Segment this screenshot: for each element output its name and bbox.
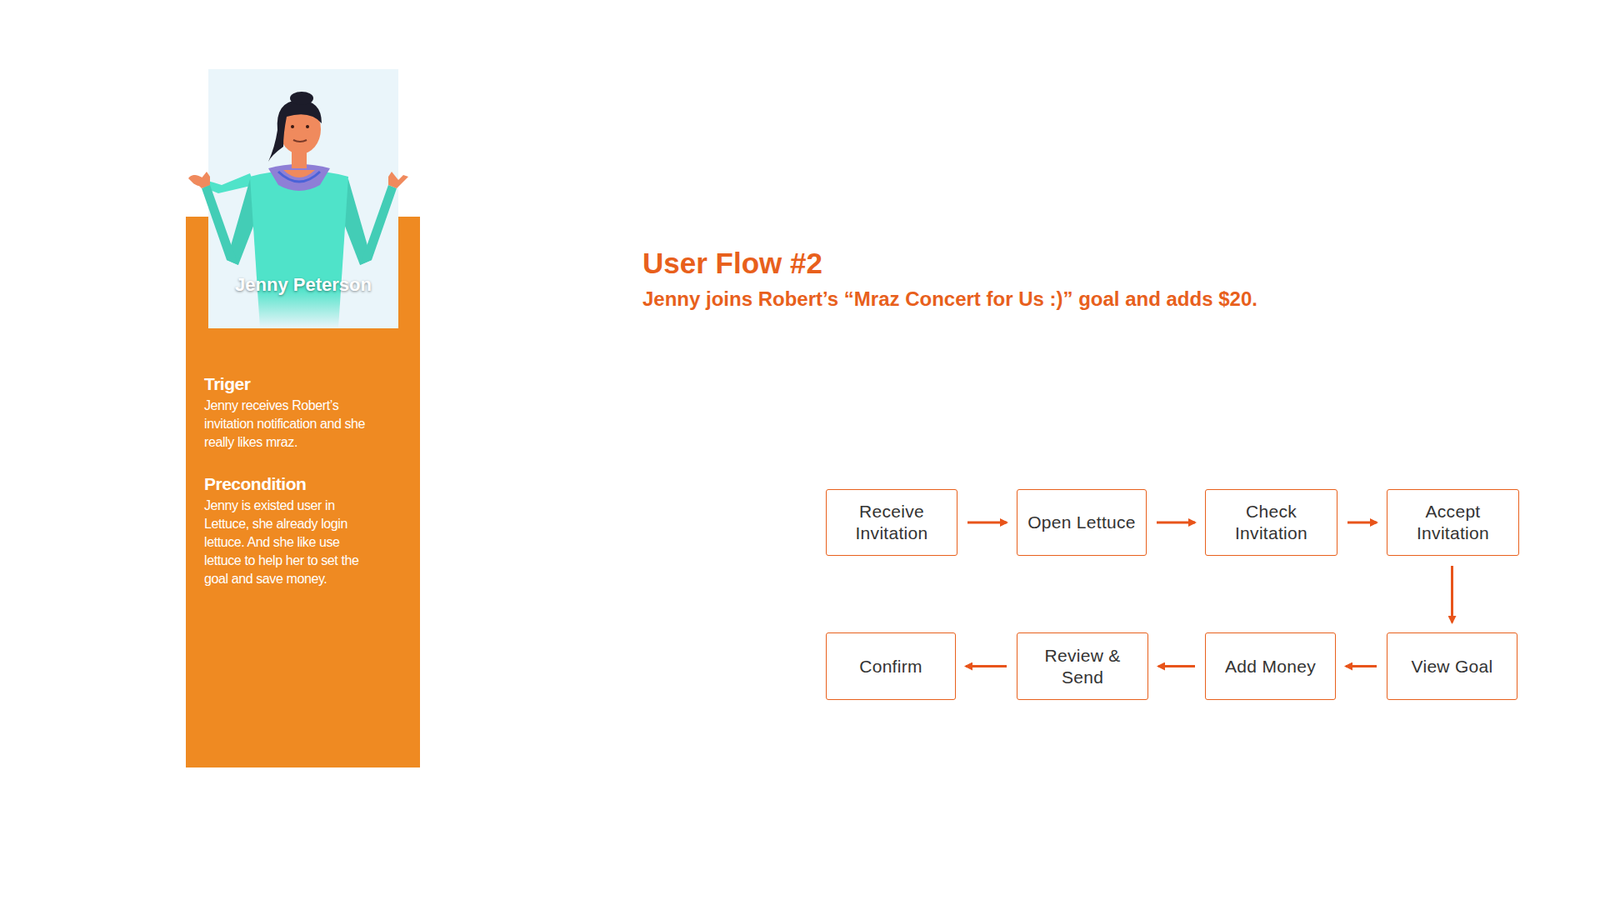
flow-arrow [1347, 521, 1377, 525]
process-box: Review & Send [1016, 632, 1149, 700]
right-hand [388, 171, 409, 189]
process-box: Open Lettuce [1016, 489, 1147, 556]
flow-title: User Flow #2 [642, 246, 823, 280]
persona-card: TrigerJenny receives Robert’s invitation… [185, 328, 420, 768]
hair-bun [290, 91, 314, 105]
flow-arrow [1450, 565, 1454, 623]
portrait-ground [208, 69, 399, 329]
torso [250, 170, 349, 329]
persona-name: Jenny Peterson [235, 274, 372, 296]
section-heading: Triger [204, 373, 404, 395]
hair [268, 100, 322, 162]
flow-arrow [1158, 665, 1195, 668]
right-arm-lower [360, 185, 397, 265]
eye [305, 125, 310, 129]
step-label: Add Money [1225, 655, 1316, 678]
process-box: Confirm [825, 632, 956, 700]
flow-arrow [967, 521, 1007, 525]
step-label: Confirm [859, 655, 923, 678]
flow-arrow [965, 665, 1007, 668]
process-box: Check Invitation [1205, 489, 1338, 556]
step-label: Check Invitation [1214, 500, 1329, 545]
eye [290, 125, 295, 129]
step-label: Receive Invitation [835, 500, 949, 545]
left-hand-2 [190, 171, 210, 189]
process-box: View Goal [1386, 632, 1518, 700]
neck-opening [283, 170, 315, 178]
step-label: View Goal [1410, 655, 1493, 678]
flow-subtitle: Jenny joins Robert’s “Mraz Concert for U… [642, 287, 1258, 311]
section-heading: Precondition [204, 473, 404, 495]
left-arm-lower [201, 185, 239, 265]
process-box: Accept Invitation [1386, 489, 1520, 556]
flow-arrow [1345, 665, 1377, 668]
process-box: Add Money [1205, 632, 1336, 700]
section-body: Jenny receives Robert’s invitation notif… [204, 396, 375, 452]
face-line [293, 140, 307, 142]
step-label: Review & Send [1025, 645, 1140, 689]
step-label: Open Lettuce [1027, 511, 1136, 534]
process-box: Receive Invitation [825, 489, 958, 556]
section-body: Jenny is existed user in Lettuce, she al… [204, 496, 375, 589]
flow-arrow [1156, 521, 1195, 525]
step-label: Accept Invitation [1395, 500, 1510, 545]
